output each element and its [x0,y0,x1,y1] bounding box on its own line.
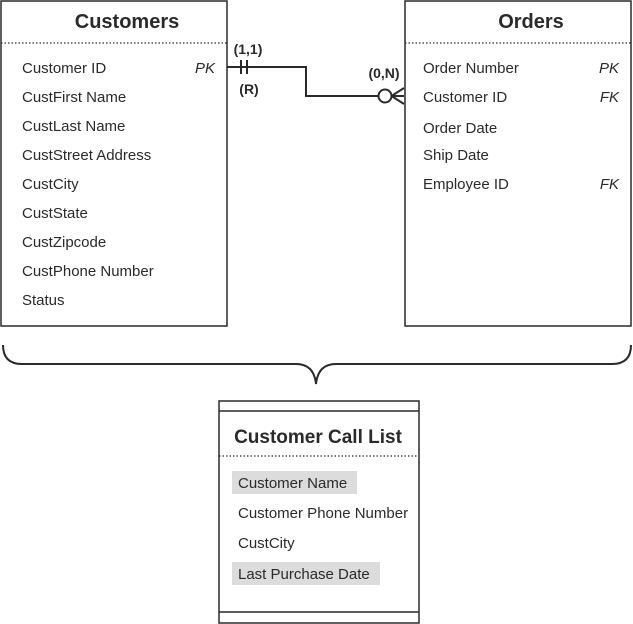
field-name: Customer ID [22,60,106,77]
field-key: PK [599,60,620,77]
right-cardinality: (0,N) [368,65,399,81]
call-list-box [218,400,420,624]
field-highlight [232,471,357,494]
field-name: Order Number [423,60,519,77]
field-name: CustStreet Address [22,147,151,164]
relationship-connector: (1,1) (R) (0,N) [227,41,405,105]
field-name: Order Date [423,120,497,137]
call-list-table: Customer Call List Customer NameCustomer… [218,400,420,624]
orders-title: Orders [498,11,564,33]
field-key: FK [600,89,620,106]
orders-field-list: Order Number PK Customer ID FK Order DateShi… [423,60,620,193]
customers-title: Customers [75,11,179,33]
field-name: Ship Date [423,147,489,164]
field-name: CustFirst Name [22,89,126,106]
field-key: FK [600,176,620,193]
relationship-line [227,66,386,97]
grouping-brace [2,344,632,385]
call-list-field: Customer Name [238,475,347,492]
call-list-title: Customer Call List [234,427,403,448]
call-list-field: Last Purchase Date [238,566,370,583]
left-cardinality: (1,1) [234,41,263,57]
optional-zero-circle [377,88,393,104]
crows-foot [390,87,405,105]
field-name: Status [22,292,65,309]
call-list-field: Customer Phone Number [238,505,408,522]
customers-box [0,0,228,327]
field-name: CustState [22,205,88,222]
orders-box [404,0,632,327]
field-key: PK [195,60,216,77]
field-name: CustLast Name [22,118,125,135]
field-name: CustCity [22,176,79,193]
field-name: Customer ID [423,89,507,106]
field-name: CustZipcode [22,234,106,251]
call-list-field: CustCity [238,535,295,552]
left-participation: (R) [239,81,258,97]
field-highlight [232,562,380,585]
field-name: CustPhone Number [22,263,154,280]
field-name: Employee ID [423,176,509,193]
